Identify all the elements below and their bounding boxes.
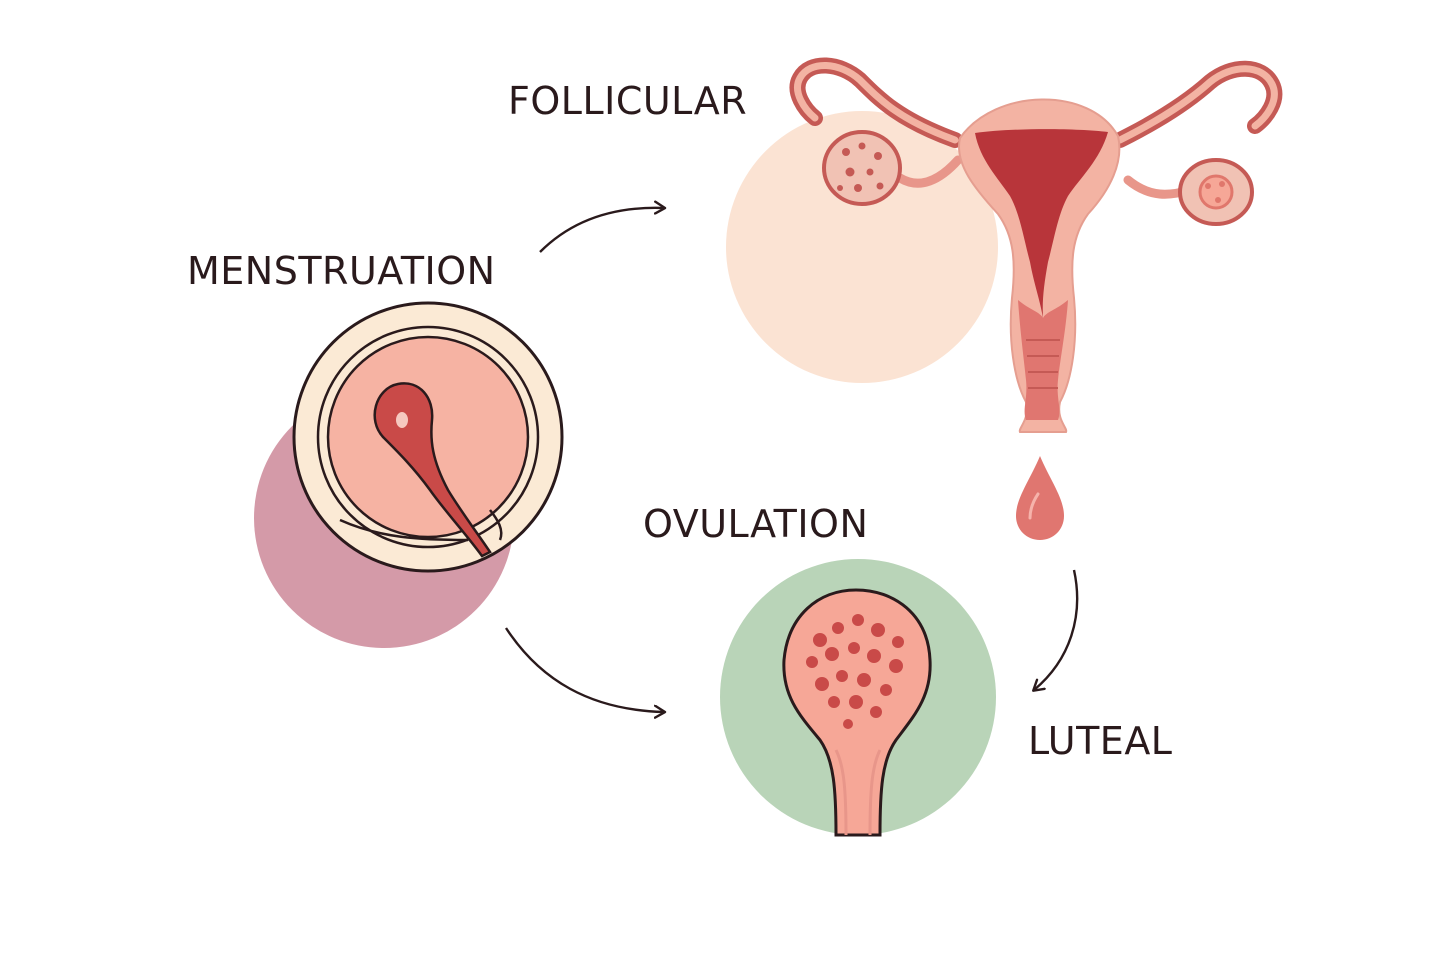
ovulation-follicle-icon xyxy=(782,588,932,837)
blood-drop-icon xyxy=(1016,456,1064,540)
arrow-menstruation-to-follicular xyxy=(539,208,664,253)
arrow-menstruation-to-ovulation xyxy=(504,627,664,712)
arrow-drop-to-luteal xyxy=(1034,569,1079,690)
menstruation-follicle-icon xyxy=(292,301,564,573)
ovulation-label: OVULATION xyxy=(643,502,869,546)
follicular-label: FOLLICULAR xyxy=(508,79,748,123)
luteal-label: LUTEAL xyxy=(1028,719,1173,763)
menstruation-label: MENSTRUATION xyxy=(187,249,496,293)
uterus-icon xyxy=(789,57,1283,433)
